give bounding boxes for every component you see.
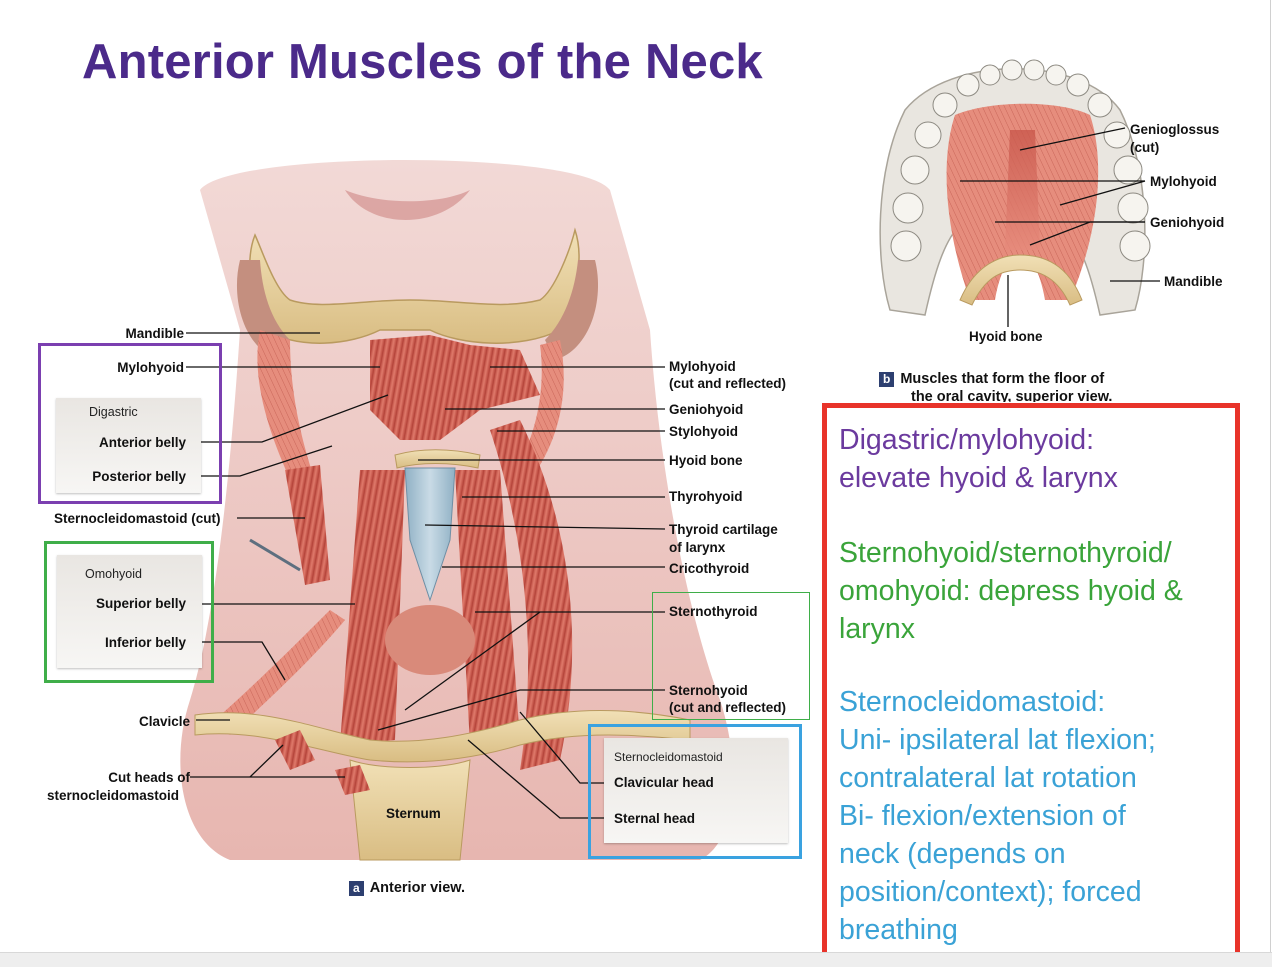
label-scm-group: Sternocleidomastoid [614,749,723,766]
label-thyroid-cartilage-2: of larynx [669,539,725,556]
oral-floor-illustration [880,60,1150,315]
notes-box: Digastric/mylohyoid: elevate hyoid & lar… [822,403,1240,963]
label-sternum: Sternum [386,805,441,822]
panel-a-caption: a Anterior view. [349,880,465,896]
label-cut-heads-1: Cut heads of [60,769,190,786]
label-omohyoid-group: Omohyoid [85,566,142,583]
label-genioglossus-2: (cut) [1130,139,1159,156]
label-clavicle: Clavicle [100,713,190,730]
label-sternal-head: Sternal head [614,810,695,827]
label-sternohyoid-2: (cut and reflected) [669,699,786,716]
panel-b-caption-line2: the oral cavity, superior view. [911,388,1112,402]
label-b-hyoid-bone: Hyoid bone [969,328,1043,345]
note-infrahyoid: Sternohyoid/sternothyroid/ omohyoid: dep… [839,534,1183,648]
label-mandible: Mandible [100,325,184,342]
label-posterior-belly: Posterior belly [60,468,186,485]
label-sternothyroid: Sternothyroid [669,603,758,620]
label-hyoid-bone: Hyoid bone [669,452,743,469]
note-digastric: Digastric/mylohyoid: elevate hyoid & lar… [839,421,1118,497]
label-anterior-belly: Anterior belly [60,434,186,451]
label-b-mylohyoid: Mylohyoid [1150,173,1217,190]
label-mylohyoid: Mylohyoid [84,359,184,376]
label-sternohyoid-1: Sternohyoid [669,682,748,699]
label-thyrohyoid: Thyrohyoid [669,488,743,505]
label-geniohyoid: Geniohyoid [669,401,743,418]
note-scm: Sternocleidomastoid: Uni- ipsilateral la… [839,683,1156,949]
panel-a-letter: a [349,881,364,896]
label-superior-belly: Superior belly [60,595,186,612]
bottom-bar [0,952,1272,967]
label-mylohyoid-reflected-2: (cut and reflected) [669,375,786,392]
panel-b-caption: b Muscles that form the floor of [879,370,1104,388]
label-thyroid-cartilage-1: Thyroid cartilage [669,521,778,538]
panel-b-caption-line1: Muscles that form the floor of [900,371,1104,387]
panel-b-letter: b [879,372,894,387]
label-digastric-group: Digastric [89,404,138,421]
panel-a-caption-text: Anterior view. [370,880,465,896]
label-scm-cut: Sternocleidomastoid (cut) [54,510,221,527]
label-inferior-belly: Inferior belly [60,634,186,651]
label-clavicular-head: Clavicular head [614,774,714,791]
label-stylohyoid: Stylohyoid [669,423,738,440]
label-cut-heads-2: sternocleidomastoid [47,787,179,804]
label-mylohyoid-reflected-1: Mylohyoid [669,358,736,375]
label-b-geniohyoid: Geniohyoid [1150,214,1224,231]
label-cricothyroid: Cricothyroid [669,560,749,577]
label-b-mandible: Mandible [1164,273,1223,290]
label-genioglossus-1: Genioglossus [1130,121,1219,138]
